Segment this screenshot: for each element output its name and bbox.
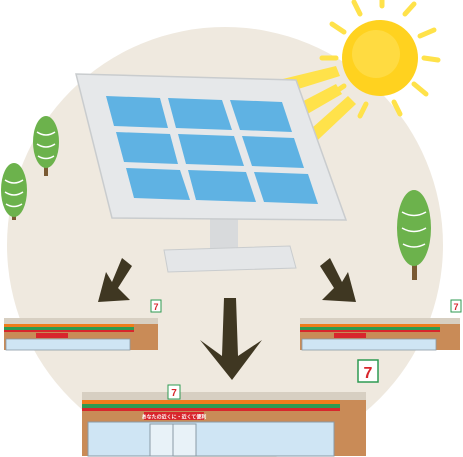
convenience-store-icon bbox=[300, 318, 460, 351]
sun-icon bbox=[319, 0, 441, 119]
store-logo-icon: 7 bbox=[357, 359, 379, 383]
arrow-down-icon bbox=[200, 298, 262, 380]
tree-icon bbox=[397, 190, 431, 280]
arrow-down-icon bbox=[320, 258, 356, 302]
convenience-store-icon: あなたの近くに・近くて便利 7 bbox=[82, 384, 366, 457]
solar-panel-icon bbox=[75, 73, 348, 273]
arrow-down-icon bbox=[98, 258, 132, 302]
svg-text:7: 7 bbox=[171, 388, 177, 399]
svg-text:7: 7 bbox=[153, 302, 158, 312]
tree-icon bbox=[33, 116, 59, 176]
tree-icon bbox=[1, 163, 27, 220]
svg-text:7: 7 bbox=[364, 365, 373, 382]
convenience-store-icon bbox=[4, 318, 158, 351]
svg-text:7: 7 bbox=[453, 302, 458, 312]
solar-cells bbox=[106, 96, 318, 204]
store-logo-icon: 7 bbox=[450, 299, 462, 313]
store-logo-icon: 7 bbox=[150, 299, 162, 313]
store-sign-text: あなたの近くに・近くて便利 bbox=[142, 414, 207, 421]
